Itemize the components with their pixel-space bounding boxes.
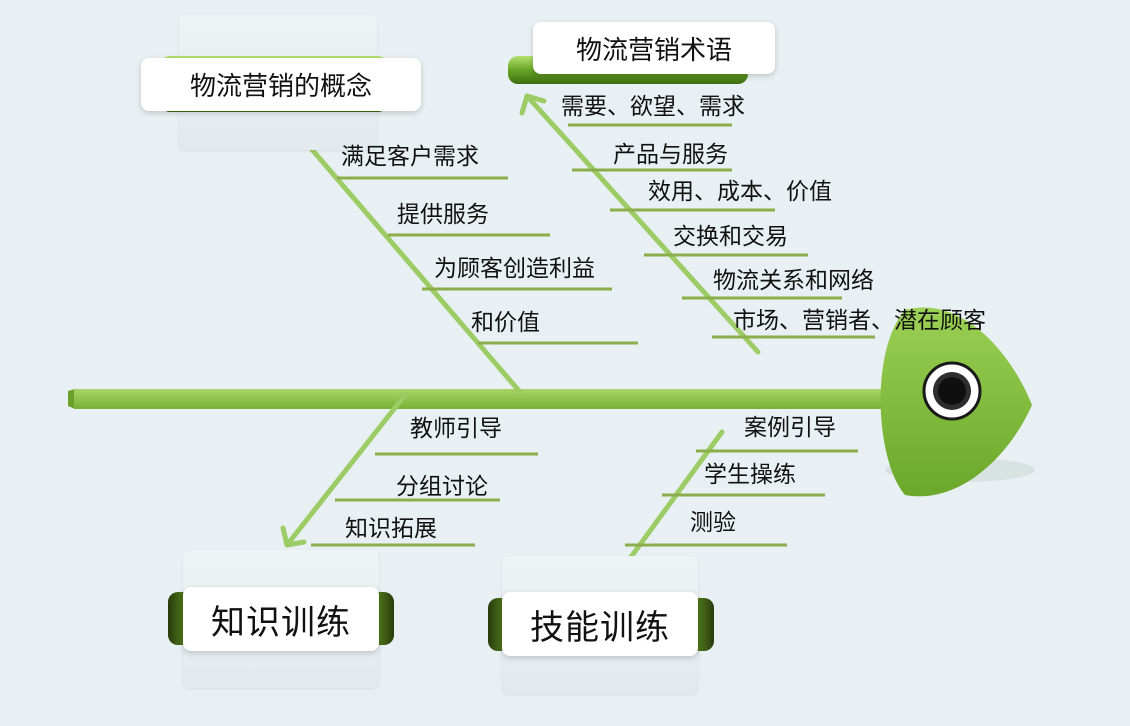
- knowledge-title: 知识训练: [183, 587, 379, 651]
- term-item: 物流关系和网络: [713, 266, 874, 296]
- fish-eye: [924, 363, 980, 419]
- term-item: 交换和交易: [673, 222, 788, 252]
- terms-title: 物流营销术语: [533, 22, 775, 74]
- skill-item: 学生操练: [704, 460, 796, 490]
- concept-item: 提供服务: [397, 200, 489, 230]
- skill-item: 案例引导: [744, 413, 836, 443]
- skills-title: 技能训练: [502, 592, 698, 656]
- skill-item: 测验: [690, 508, 736, 538]
- concept-item: 和价值: [471, 308, 540, 338]
- concept-item: 为顾客创造利益: [434, 254, 595, 284]
- knowledge-item: 分组讨论: [396, 472, 488, 502]
- fish-spine: [68, 389, 894, 409]
- term-item: 产品与服务: [613, 140, 728, 170]
- concept-title: 物流营销的概念: [141, 58, 421, 111]
- term-item: 需要、欲望、需求: [561, 92, 745, 122]
- concept-item: 满足客户需求: [341, 142, 479, 172]
- term-item: 市场、营销者、潜在顾客: [733, 306, 986, 336]
- knowledge-item: 知识拓展: [345, 514, 437, 544]
- knowledge-item: 教师引导: [410, 414, 502, 444]
- term-item: 效用、成本、价值: [648, 177, 832, 207]
